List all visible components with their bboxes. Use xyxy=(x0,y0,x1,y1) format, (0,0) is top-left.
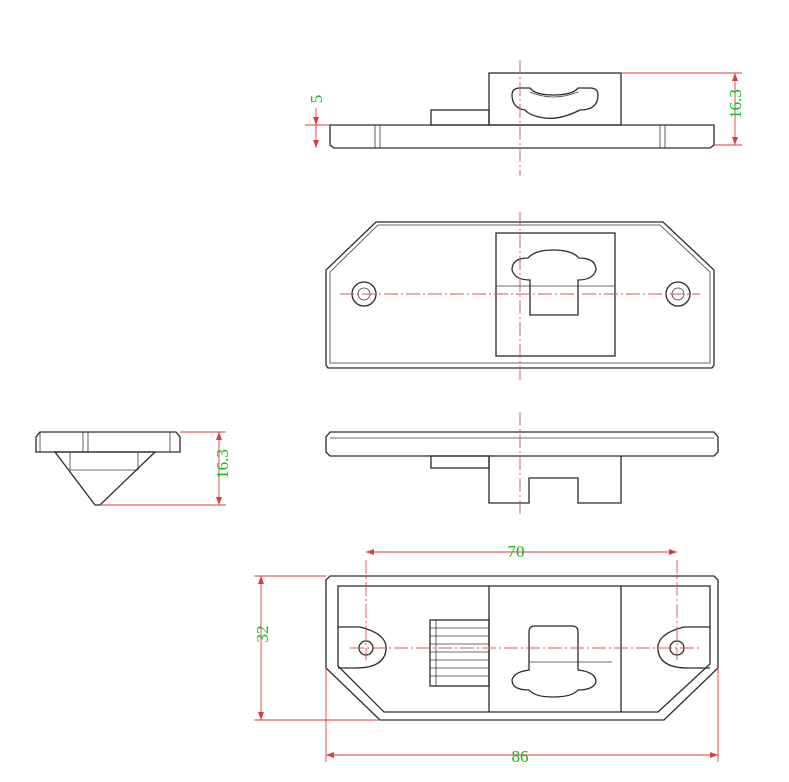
dim-width: 32 xyxy=(253,626,272,643)
top-view-block xyxy=(488,72,622,126)
bottom-plan-view: 70 32 86 xyxy=(253,542,719,766)
side-view-plate xyxy=(35,431,181,453)
bottom-plan-outline xyxy=(325,575,719,721)
dim-hole-spacing: 70 xyxy=(508,542,525,561)
top-view-base-plate xyxy=(329,124,715,149)
plan-view-keyhole xyxy=(511,249,597,316)
plan-view xyxy=(325,212,715,380)
top-view-step xyxy=(430,109,490,126)
dim-overall-length: 86 xyxy=(512,747,529,766)
elevation-block xyxy=(488,456,622,504)
bottom-plan-grip xyxy=(429,619,490,687)
dim-side-height: 16.3 xyxy=(213,449,232,479)
top-view: 5 16.3 xyxy=(305,60,745,176)
bottom-elevation-view xyxy=(325,412,719,516)
top-view-keyhole-slot xyxy=(511,87,599,119)
plan-view-outline xyxy=(325,221,715,369)
elevation-plate xyxy=(325,431,719,457)
elevation-step xyxy=(430,455,490,469)
dim-plate-thickness: 5 xyxy=(307,95,326,104)
side-view: 16.3 xyxy=(35,431,232,506)
bottom-plan-inner-outline xyxy=(337,585,711,713)
bottom-plan-keyhole xyxy=(511,625,597,698)
dim-top-height: 16.3 xyxy=(726,89,745,119)
plan-view-block xyxy=(495,232,616,357)
